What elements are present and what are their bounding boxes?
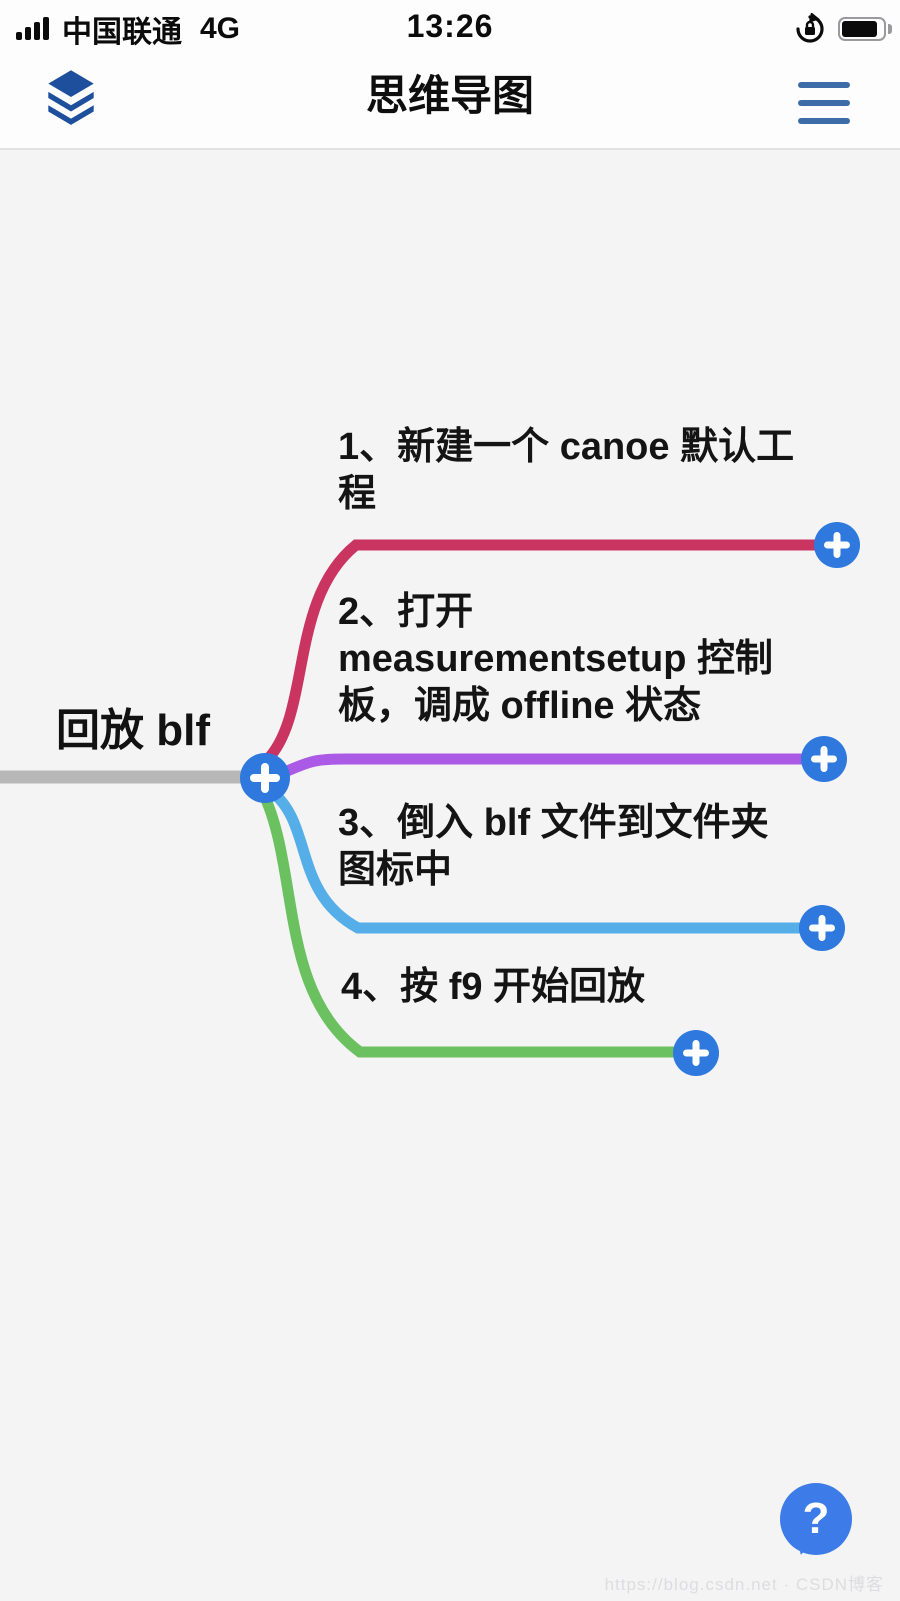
- nav-bar: 思维导图: [0, 52, 900, 148]
- signal-bars-icon: [16, 17, 49, 40]
- rotation-lock-icon: [796, 13, 824, 43]
- status-left: 中国联通 4G: [16, 7, 240, 51]
- branch-line-4: [257, 787, 682, 1058]
- node-2[interactable]: 2、打开 measurementsetup 控制 板，调成 offline 状态: [338, 591, 774, 727]
- add-node-button-root[interactable]: [240, 753, 290, 803]
- add-node-button-2[interactable]: [801, 736, 847, 782]
- layers-icon[interactable]: [38, 64, 104, 130]
- branch-line-2: [279, 753, 810, 778]
- carrier-label: 中国联通: [62, 16, 182, 49]
- status-right: [794, 13, 892, 45]
- branch-line-1: [261, 539, 824, 766]
- node-3[interactable]: 3、倒入 blf 文件到文件夹 图标中: [338, 802, 769, 891]
- header: 中国联通 4G 13:26 思维导图: [0, 0, 900, 150]
- node-4[interactable]: 4、按 f9 开始回放: [341, 966, 646, 1008]
- time-label: 13:26: [406, 8, 494, 44]
- branch-line-3: [265, 785, 808, 934]
- status-bar: 中国联通 4G 13:26: [0, 0, 900, 52]
- add-node-button-1[interactable]: [814, 522, 860, 568]
- battery-icon: [838, 17, 892, 41]
- question-mark-icon: ?: [802, 1494, 830, 1543]
- add-node-button-4[interactable]: [673, 1030, 719, 1076]
- watermark: https://blog.csdn.net · CSDN博客: [604, 1575, 884, 1594]
- help-button[interactable]: ?: [780, 1483, 852, 1555]
- hamburger-menu-icon[interactable]: [798, 82, 850, 128]
- add-node-button-3[interactable]: [799, 905, 845, 951]
- page-title: 思维导图: [365, 72, 534, 119]
- root-node-label[interactable]: 回放 blf: [56, 706, 210, 755]
- node-1[interactable]: 1、新建一个 canoe 默认工 程: [338, 426, 795, 515]
- network-label: 4G: [200, 12, 241, 45]
